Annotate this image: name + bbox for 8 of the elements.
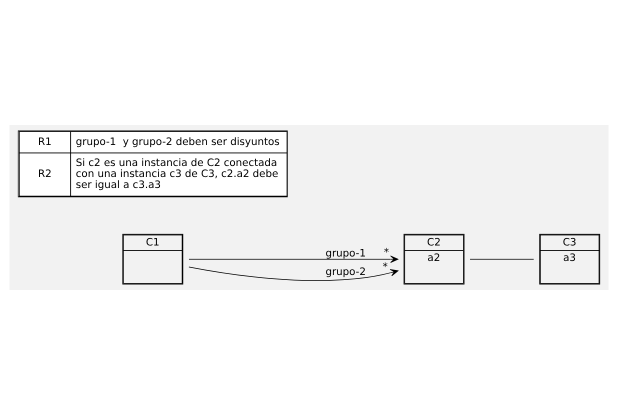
edge-label: grupo-1: [325, 246, 366, 259]
label: R2: [38, 168, 52, 180]
label: *: [384, 246, 390, 258]
label: grupo-1 y grupo-2 deben ser disyuntos: [76, 135, 280, 148]
label: Si c2 es una instancia de C2 conectada con una instancia c3 de C3, c2.a2 debe ser igual a c3.a3: [76, 156, 278, 191]
label: R1: [38, 135, 52, 148]
label: *: [382, 260, 388, 273]
edge-label: grupo-2: [325, 265, 366, 278]
